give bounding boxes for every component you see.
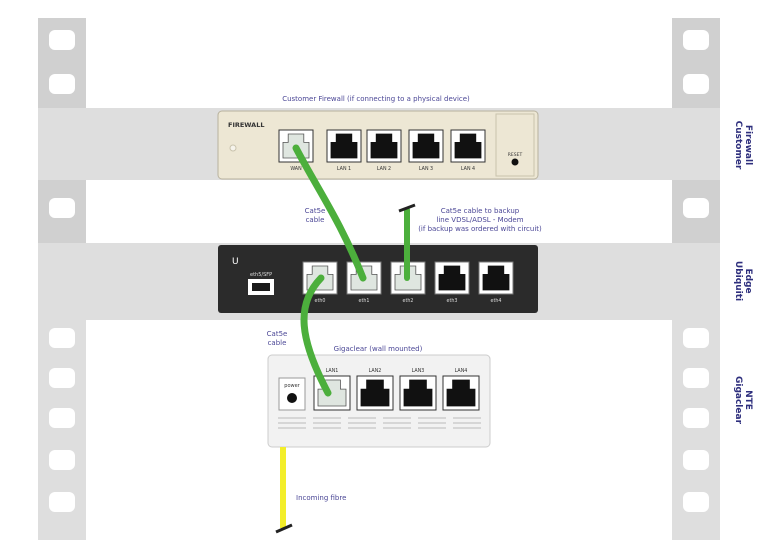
firewall-caption: Customer Firewall (if connecting to a ph… — [282, 95, 470, 103]
rj45-socket-icon — [330, 133, 358, 159]
port-lan4[interactable]: LAN4 — [442, 368, 480, 411]
incoming-fibre-label: Incoming fibre — [296, 494, 346, 502]
rack-mount-holes — [49, 30, 709, 512]
rj45-socket-icon — [446, 379, 476, 407]
cat5e-bottom-line2: cable — [268, 339, 287, 347]
side-label-nte-line1: Gigaclear — [733, 376, 743, 425]
side-label-nte-line2: NTE — [743, 390, 753, 410]
right-rack-hole — [683, 492, 709, 512]
side-label-edge-line1: Ubiquiti — [733, 261, 743, 301]
side-labels: Customer Firewall Ubiquiti Edge Gigaclea… — [733, 121, 753, 425]
left-rack-hole — [49, 492, 75, 512]
right-rack-hole — [683, 198, 709, 218]
port-eth4[interactable]: eth4 — [478, 261, 514, 304]
annotations: Customer Firewall (if connecting to a ph… — [267, 95, 542, 502]
port-lan2[interactable]: LAN 2 — [366, 129, 402, 172]
customer-firewall-device: FIREWALL RESET WAN LAN 1 LAN 2 LAN 3 LAN 4 — [217, 110, 539, 180]
firewall-led — [229, 144, 237, 152]
rj45-socket-icon — [412, 133, 440, 159]
port-label: LAN 1 — [337, 166, 351, 172]
port-label: LAN4 — [455, 368, 468, 374]
nte-vents — [278, 417, 481, 429]
port-lan3[interactable]: LAN 3 — [408, 129, 444, 172]
left-rack-hole — [49, 30, 75, 50]
backup-label-line3: (if backup was ordered with circuit) — [418, 225, 542, 233]
port-label: LAN 3 — [419, 166, 433, 172]
port-label: eth3 — [447, 298, 458, 304]
nte-power-label: power — [284, 383, 300, 389]
right-rack-hole — [683, 328, 709, 348]
port-eth3[interactable]: eth3 — [434, 261, 470, 304]
port-label: LAN 2 — [377, 166, 391, 172]
right-rack-hole — [683, 450, 709, 470]
port-label: eth4 — [491, 298, 502, 304]
sfp-port-label: eth5/SFP — [250, 272, 272, 278]
port-label: LAN 4 — [461, 166, 475, 172]
side-label-edge-line2: Edge — [743, 268, 753, 293]
cat5e-bottom-line1: Cat5e — [267, 330, 288, 338]
cable-wan-to-eth1 — [292, 144, 367, 282]
cable-eth0-to-lan0 — [300, 274, 332, 397]
port-lan1[interactable]: LAN 1 — [326, 129, 362, 172]
left-rack-hole — [49, 198, 75, 218]
port-label: WAN — [290, 166, 302, 172]
port-label: eth1 — [359, 298, 370, 304]
port-lan3[interactable]: LAN3 — [399, 368, 437, 411]
sfp-port-socket — [252, 283, 270, 291]
rj45-socket-icon — [438, 265, 466, 291]
gigaclear-nte-device: power LAN1 LAN2 LAN3 LAN4 — [267, 354, 491, 448]
rj45-socket-icon — [454, 133, 482, 159]
left-rack-hole — [49, 368, 75, 388]
right-rack-hole — [683, 368, 709, 388]
power-button[interactable] — [287, 393, 297, 403]
fibre-end-icon — [275, 523, 293, 534]
side-label-firewall-line1: Customer — [733, 121, 743, 170]
cat5e-top-line2: cable — [306, 216, 325, 224]
right-rack-hole — [683, 74, 709, 94]
ubiquiti-edge-device: U eth5/SFP eth0 eth1 eth2 eth3 eth4 — [218, 245, 538, 313]
rj45-socket-icon — [403, 379, 433, 407]
left-rack-hole — [49, 408, 75, 428]
nte-ports: LAN1 LAN2 LAN3 LAN4 — [313, 368, 480, 411]
rj45-socket-icon — [360, 379, 390, 407]
port-lan2[interactable]: LAN2 — [356, 368, 394, 411]
ubiquiti-logo-icon: U — [232, 257, 239, 267]
cat5e-top-line1: Cat5e — [305, 207, 326, 215]
port-label: eth0 — [315, 298, 326, 304]
rj45-socket-icon — [370, 133, 398, 159]
port-label: eth2 — [403, 298, 414, 304]
port-label: LAN1 — [326, 368, 339, 374]
backup-label-line2: line VDSL/ADSL - Modem — [436, 216, 523, 224]
cable-backup-end-icon — [398, 203, 416, 213]
rj45-socket-icon — [482, 265, 510, 291]
side-label-firewall-line2: Firewall — [743, 125, 753, 165]
backup-label-line1: Cat5e cable to backup — [441, 207, 520, 215]
port-label: LAN3 — [412, 368, 425, 374]
left-rack-hole — [49, 74, 75, 94]
reset-button[interactable] — [511, 158, 519, 166]
firewall-reset-panel — [495, 113, 535, 177]
right-rack-hole — [683, 30, 709, 50]
edge-ports: eth0 eth1 eth2 eth3 eth4 — [302, 261, 514, 304]
firewall-reset-label: RESET — [508, 152, 523, 158]
firewall-title: FIREWALL — [228, 121, 265, 129]
nte-caption: Gigaclear (wall mounted) — [334, 345, 423, 353]
left-rack-hole — [49, 328, 75, 348]
left-rack-hole — [49, 450, 75, 470]
port-lan4[interactable]: LAN 4 — [450, 129, 486, 172]
port-label: LAN2 — [369, 368, 382, 374]
cables — [275, 144, 416, 534]
right-rack-hole — [683, 408, 709, 428]
